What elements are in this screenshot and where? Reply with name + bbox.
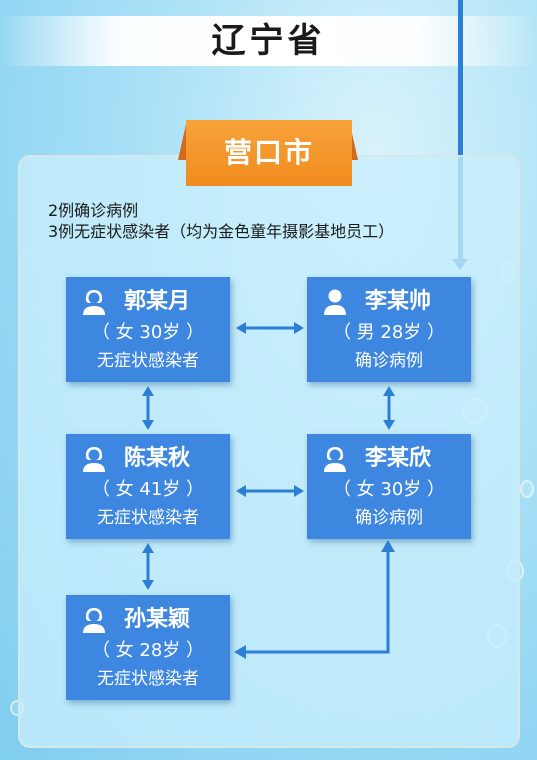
person-info: （ 女 30岁 ）: [332, 479, 446, 500]
person-status: 无症状感染者: [97, 669, 199, 689]
person-info: （ 女 41岁 ）: [91, 479, 205, 500]
person-status: 无症状感染者: [97, 351, 199, 371]
summary-line-confirmed: 2例确诊病例: [48, 201, 139, 220]
female-person-icon: [83, 447, 105, 472]
person-info: （ 女 28岁 ）: [91, 640, 205, 661]
person-card-li-xin: 李某欣 （ 女 30岁 ） 确诊病例: [307, 434, 471, 539]
link-li-shuai-li-xin: [383, 386, 395, 430]
person-name: 李某欣: [364, 446, 431, 471]
link-guo-li-shuai: [236, 322, 304, 334]
case-summary: 2例确诊病例 3例无症状感染者（均为金色童年摄影基地员工）: [48, 200, 394, 242]
person-card-li-shuai: 李某帅 （ 男 28岁 ） 确诊病例: [307, 277, 471, 382]
decorative-bubble: [520, 480, 534, 498]
link-sun-li-xin: [234, 540, 395, 659]
person-card-chen: 陈某秋 （ 女 41岁 ） 无症状感染者: [66, 434, 230, 539]
person-name: 陈某秋: [123, 446, 190, 471]
person-card-sun: 孙某颖 （ 女 28岁 ） 无症状感染者: [66, 595, 230, 700]
title-band: [0, 16, 537, 66]
person-status: 确诊病例: [355, 508, 423, 528]
summary-line-asymptomatic: 3例无症状感染者（均为金色童年摄影基地员工）: [48, 222, 395, 241]
link-guo-chen: [142, 386, 154, 430]
person-name: 郭某月: [123, 289, 190, 314]
person-status: 无症状感染者: [97, 508, 199, 528]
female-person-icon: [324, 447, 346, 472]
person-name: 孙某颖: [123, 607, 190, 632]
incoming-arrow-line: [458, 0, 463, 262]
link-chen-sun: [142, 543, 154, 590]
female-person-icon: [83, 290, 105, 315]
person-card-guo: 郭某月 （ 女 30岁 ） 无症状感染者: [66, 277, 230, 382]
person-info: （ 女 30岁 ）: [91, 322, 205, 343]
person-info: （ 男 28岁 ）: [332, 322, 446, 343]
city-tag: 营口市: [186, 120, 352, 186]
female-person-icon: [83, 608, 105, 633]
province-title: 辽宁省: [211, 21, 326, 61]
person-status: 确诊病例: [355, 351, 423, 371]
male-person-icon: [324, 289, 346, 315]
person-name: 李某帅: [364, 289, 431, 314]
link-chen-li-xin: [236, 485, 304, 497]
